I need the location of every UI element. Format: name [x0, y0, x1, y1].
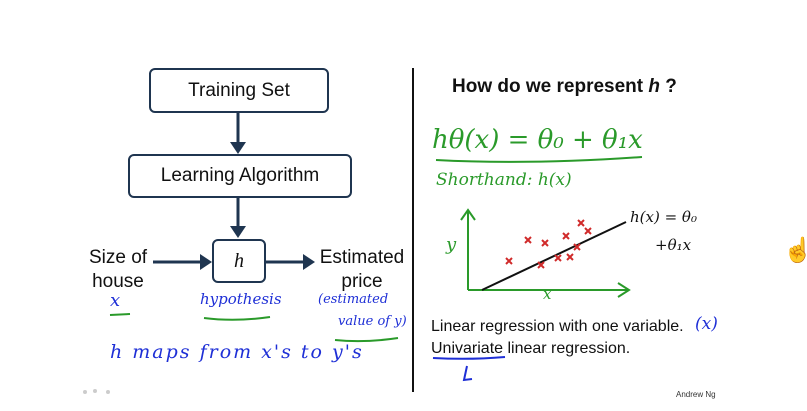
data-points	[505, 219, 592, 269]
data-point	[573, 243, 581, 251]
underline-estimated	[334, 337, 399, 343]
input-label-line-1: Size of	[88, 247, 148, 268]
mouse-cursor-icon: ☝	[783, 237, 807, 264]
x-note: x	[110, 290, 121, 311]
arrowhead-3	[200, 254, 212, 270]
shorthand-note: Shorthand: h(x)	[436, 170, 572, 190]
training-set-label: Training Set	[188, 79, 290, 101]
hypothesis-box: h	[212, 239, 266, 283]
hypothesis-formula: hθ(x) = θ₀ + θ₁x	[432, 125, 643, 155]
linear-regression-note: (x)	[695, 314, 718, 334]
slide-title: How do we represent h ?	[452, 76, 677, 98]
maps-note: h maps from x's to y's	[110, 341, 364, 363]
slide-title-h: h	[648, 76, 660, 97]
estimated-note-line-2: value of y)	[338, 314, 407, 329]
plot-label-line-1: h(x) = θ₀	[630, 208, 697, 226]
output-label-line-1: Estimated	[319, 247, 405, 268]
univariate-mark	[462, 365, 473, 382]
data-point	[577, 219, 585, 227]
slide-title-text: How do we represent	[452, 76, 649, 97]
output-label: Estimated price	[314, 246, 410, 294]
arrowhead-2	[230, 226, 246, 238]
arrowhead-4	[303, 254, 315, 270]
hypothesis-note: hypothesis	[200, 290, 282, 308]
arrowhead-1	[230, 142, 246, 154]
data-point	[584, 227, 592, 235]
data-point	[505, 257, 513, 265]
learning-algorithm-label: Learning Algorithm	[160, 165, 320, 186]
data-point	[562, 232, 570, 240]
learning-algorithm-box: Learning Algorithm	[128, 154, 352, 198]
underline-x	[109, 313, 131, 316]
training-set-box: Training Set	[149, 68, 329, 113]
linear-regression-text: Linear regression with one variable.	[431, 318, 684, 335]
data-point	[524, 236, 532, 244]
underline-univariate	[432, 356, 506, 360]
plot-x-arrow	[617, 282, 631, 298]
hypothesis-box-label: h	[234, 249, 244, 272]
plot-y-label: y	[446, 234, 457, 255]
univariate-text: Univariate linear regression.	[431, 340, 631, 357]
data-point	[541, 239, 549, 247]
slide-title-q: ?	[659, 76, 677, 97]
data-point	[537, 261, 545, 269]
input-label: Size of house	[78, 246, 158, 294]
data-point	[554, 254, 562, 262]
underline-formula	[435, 156, 643, 163]
regression-line	[481, 221, 627, 291]
footer-author: Andrew Ng	[676, 390, 716, 399]
plot-label-line-2: +θ₁x	[655, 236, 692, 254]
output-label-line-2: price	[341, 271, 383, 292]
data-point	[566, 253, 574, 261]
faint-marks	[83, 389, 110, 394]
estimated-note-line-1: (estimated	[318, 292, 389, 307]
underline-hypothesis	[203, 316, 271, 321]
plot-y-arrow	[460, 208, 476, 221]
plot-x-label: x	[543, 285, 552, 303]
input-label-line-2: house	[92, 271, 144, 292]
